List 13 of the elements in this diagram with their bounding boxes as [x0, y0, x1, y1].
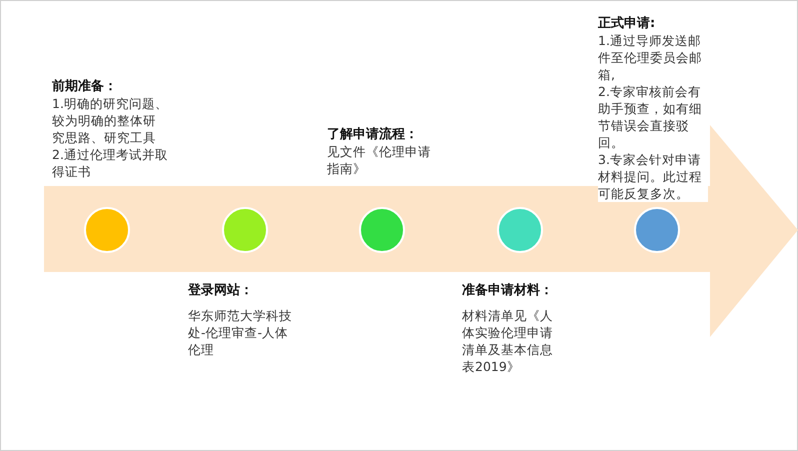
step-heading: 前期准备： [52, 78, 118, 95]
step-heading: 登录网站： [188, 282, 254, 299]
step-description: 1.明确的研究问题、较为明确的整体研究思路、研究工具 [52, 95, 168, 146]
step-heading: 正式申请: [598, 15, 656, 32]
step-description: 3.专家会针对申请材料提问。此过程可能反复多次。 [598, 151, 703, 202]
step-heading: 准备申请材料： [462, 282, 554, 299]
step-description: 2.专家审核前会有助手预查，如有细节错误会直接驳回。 [598, 83, 703, 151]
step-description: 华东师范大学科技处-伦理审查-人体伦理 [188, 307, 293, 358]
step-description: 2.通过伦理考试并取得证书 [52, 146, 168, 180]
step-heading: 了解申请流程： [327, 126, 419, 143]
step-description: 材料清单见《人体实验伦理申请清单及基本信息表2019》 [462, 307, 554, 375]
step-description: 1.通过导师发送邮件至伦理委员会邮箱, [598, 32, 703, 83]
step-description: 见文件《伦理申请指南》 [327, 143, 432, 177]
